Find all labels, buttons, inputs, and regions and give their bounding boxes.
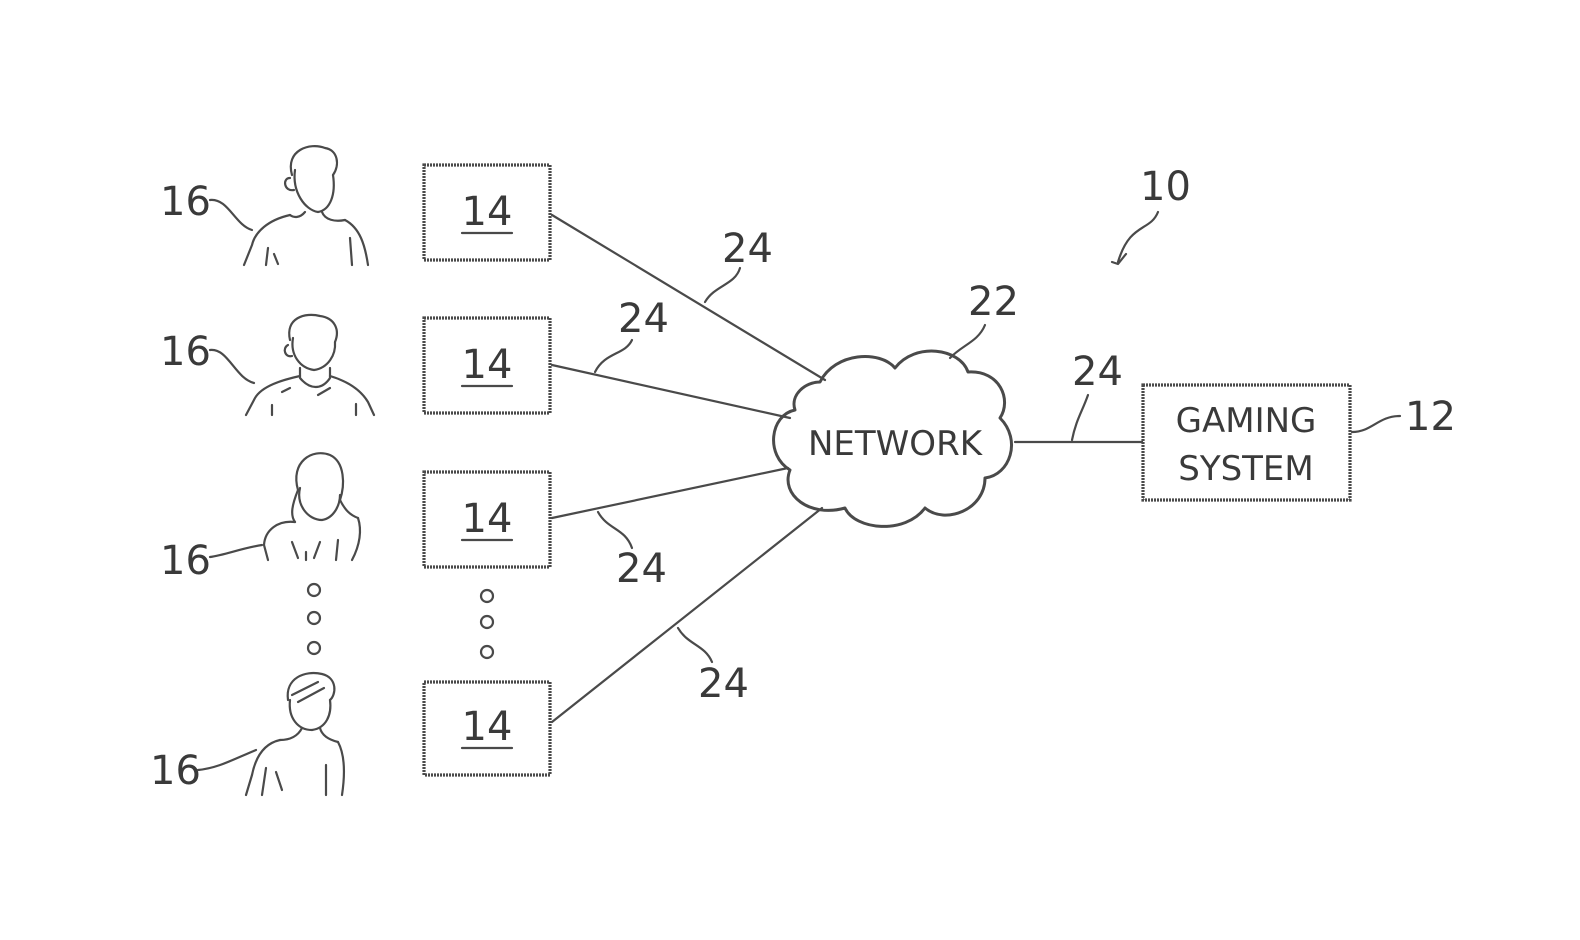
link-ref-label-4: 24 <box>698 661 749 707</box>
person-icon <box>264 453 360 560</box>
link-line-4 <box>552 508 822 722</box>
terminal-label-2: 14 <box>462 342 513 388</box>
ellipsis-dot <box>481 646 493 658</box>
link-ref-label-2: 24 <box>618 296 669 342</box>
ellipsis-dot <box>481 616 493 628</box>
link-ref-leader-2 <box>595 340 632 372</box>
network-cloud: NETWORK 22 <box>774 279 1019 526</box>
player-ref-leader-1 <box>210 200 252 230</box>
terminal-1: 14 <box>424 165 550 260</box>
player-ref-label-2: 16 <box>160 329 211 375</box>
ellipsis-dot <box>308 612 320 624</box>
player-ellipsis <box>308 584 320 654</box>
link-ref-leader-3 <box>598 512 632 548</box>
link-references: 24 24 24 24 24 <box>595 226 1123 707</box>
link-ref-leader-4 <box>678 628 712 662</box>
person-icon <box>244 146 368 265</box>
terminal-ellipsis <box>481 590 493 658</box>
ellipsis-dot <box>481 590 493 602</box>
link-ref-label-5: 24 <box>1072 349 1123 395</box>
link-line-3 <box>552 468 788 518</box>
terminals: 14 14 14 14 <box>424 165 550 775</box>
person-icon <box>246 673 344 795</box>
gaming-system-label-line1: GAMING <box>1176 401 1317 441</box>
network-ref-label: 22 <box>968 279 1019 325</box>
gaming-system: GAMING SYSTEM 12 <box>1143 385 1456 500</box>
system-ref-arrow-shaft <box>1118 212 1158 262</box>
player-4: 16 <box>150 673 344 795</box>
link-ref-label-3: 24 <box>616 546 667 592</box>
link-ref-leader-5 <box>1072 395 1088 440</box>
player-ref-label-3: 16 <box>160 538 211 584</box>
player-ref-leader-3 <box>210 545 262 557</box>
player-ref-label-1: 16 <box>160 179 211 225</box>
terminal-2: 14 <box>424 318 550 413</box>
system-ref-label: 10 <box>1140 164 1191 210</box>
gaming-system-ref-leader <box>1352 416 1400 432</box>
terminal-4: 14 <box>424 682 550 775</box>
terminal-label-3: 14 <box>462 496 513 542</box>
link-line-1 <box>552 215 825 380</box>
player-2: 16 <box>160 315 374 415</box>
player-3: 16 <box>160 453 360 654</box>
gaming-system-label-line2: SYSTEM <box>1178 449 1314 489</box>
link-ref-leader-1 <box>705 268 740 302</box>
gaming-system-ref-label: 12 <box>1405 394 1456 440</box>
player-ref-leader-4 <box>198 750 256 770</box>
link-line-2 <box>552 365 790 418</box>
ellipsis-dot <box>308 642 320 654</box>
person-icon <box>246 315 374 415</box>
player-ref-label-4: 16 <box>150 748 201 794</box>
network-ref-leader <box>950 325 985 358</box>
terminal-3: 14 <box>424 472 550 567</box>
link-ref-label-1: 24 <box>722 226 773 272</box>
player-1: 16 <box>160 146 368 265</box>
ellipsis-dot <box>308 584 320 596</box>
terminal-label-4: 14 <box>462 704 513 750</box>
players: 16 16 <box>150 146 374 795</box>
terminal-label-1: 14 <box>462 189 513 235</box>
player-ref-leader-2 <box>210 350 254 383</box>
network-label: NETWORK <box>808 424 984 464</box>
system-reference: 10 <box>1112 164 1191 264</box>
connection-lines <box>552 215 1143 722</box>
